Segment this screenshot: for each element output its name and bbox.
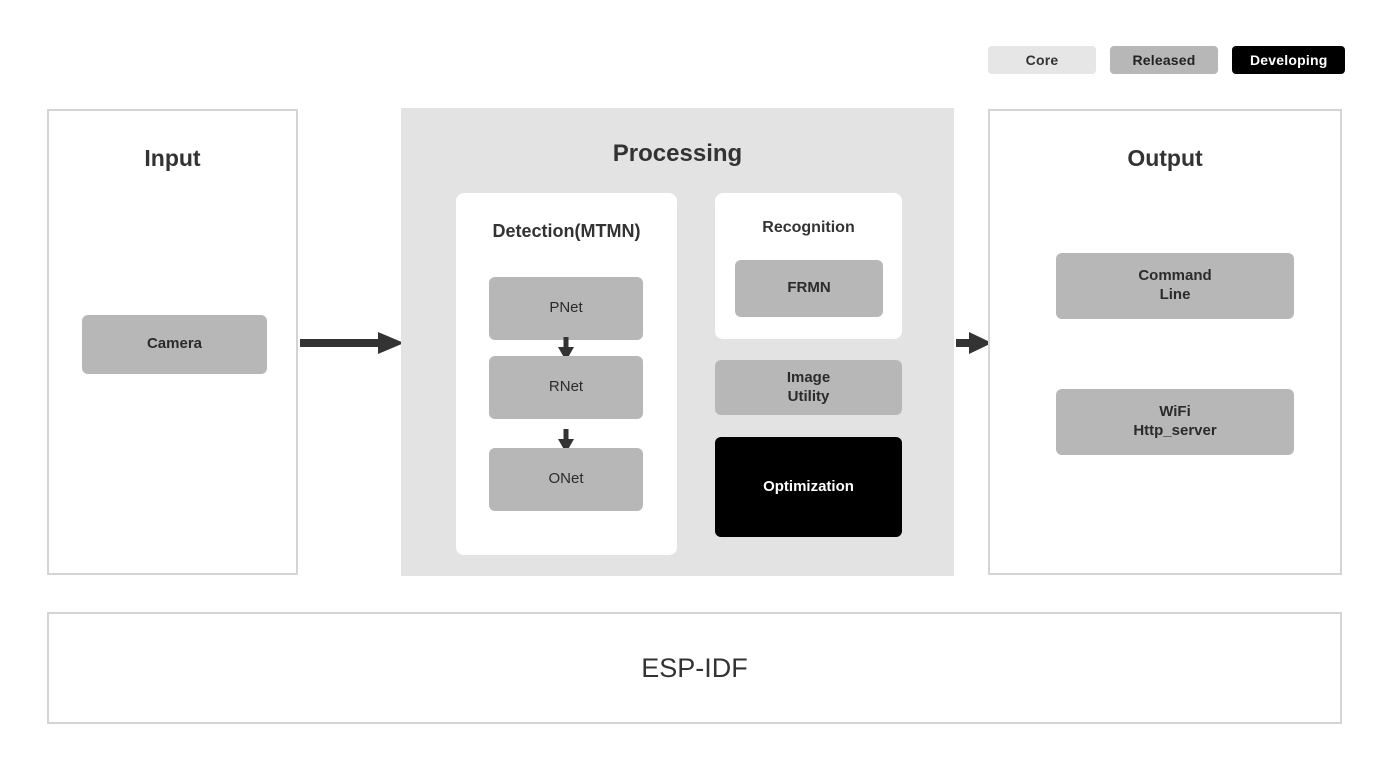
arrow-processing-to-output [956, 330, 992, 356]
node-frmn[interactable]: FRMN [735, 260, 883, 317]
panel-processing-title: Processing [612, 140, 743, 167]
node-pnet[interactable]: PNet [489, 277, 643, 340]
panel-output: Output Command Line WiFi Http_server [988, 109, 1342, 575]
legend-label-core: Core [1025, 52, 1059, 68]
panel-input: Input Camera [47, 109, 298, 575]
legend-badge-released[interactable]: Released [1110, 46, 1218, 74]
arrow-input-to-processing [300, 330, 404, 356]
node-onet[interactable]: ONet [489, 448, 643, 511]
panel-output-title: Output [1127, 145, 1203, 171]
legend-badge-developing[interactable]: Developing [1232, 46, 1346, 74]
legend-label-developing: Developing [1250, 52, 1328, 68]
legend-badge-core[interactable]: Core [988, 46, 1096, 74]
panel-esp-idf: ESP-IDF [47, 612, 1342, 724]
arrow-rnet-to-onet [556, 429, 576, 453]
panel-input-title: Input [144, 145, 201, 171]
node-image-utility[interactable]: Image Utility [715, 360, 902, 415]
legend-label-released: Released [1132, 52, 1196, 68]
panel-processing: Processing Detection(MTMN) PNet RNet ONe… [401, 108, 954, 576]
legend: Core Released Developing [988, 46, 1346, 74]
card-detection-title: Detection(MTMN) [492, 221, 641, 241]
node-command-line[interactable]: Command Line [1056, 253, 1294, 319]
esp-idf-label: ESP-IDF [641, 652, 748, 683]
arrow-pnet-to-rnet [556, 337, 576, 361]
node-rnet[interactable]: RNet [489, 356, 643, 419]
node-optimization[interactable]: Optimization [715, 437, 902, 537]
card-recognition-title: Recognition [762, 219, 855, 236]
node-camera[interactable]: Camera [82, 315, 267, 374]
node-wifi-http-server[interactable]: WiFi Http_server [1056, 389, 1294, 455]
